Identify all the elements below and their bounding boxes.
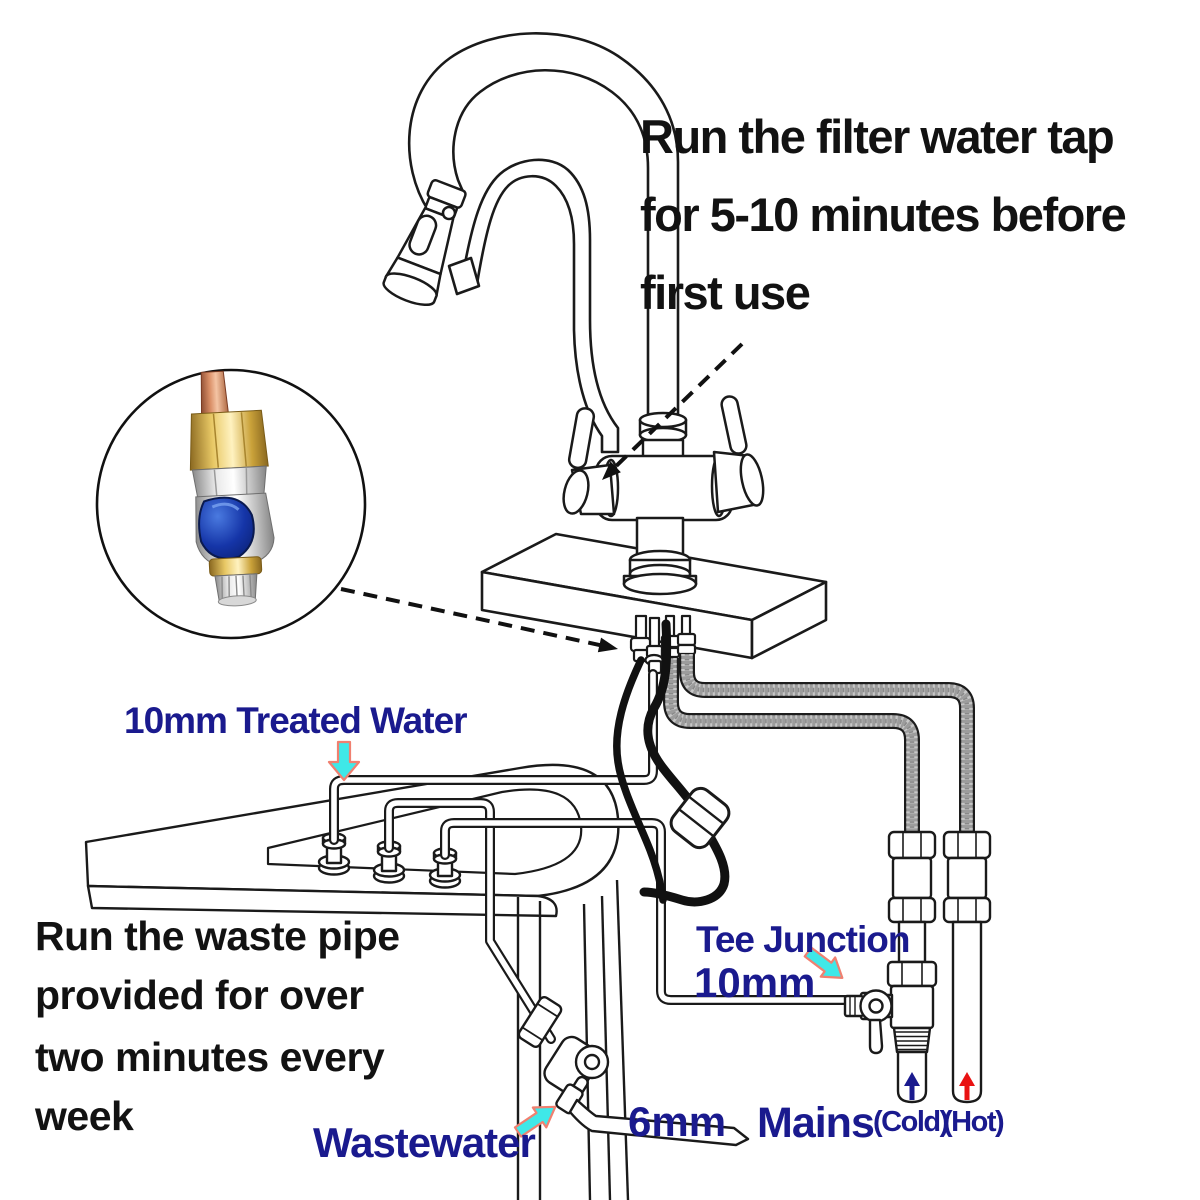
inset-brass-ring — [208, 556, 263, 577]
mains-connections — [843, 830, 992, 1104]
faucet-base-flange — [622, 549, 698, 596]
filter-side-panel — [516, 879, 630, 1200]
inset-callout-arrow-icon — [340, 587, 618, 653]
treated-water-tube — [329, 669, 658, 845]
pullout-hose-arch — [460, 158, 620, 454]
waste-pipe-6mm — [568, 1098, 750, 1147]
hose-weight — [669, 786, 731, 850]
treated-water-label: 10mm Treated Water — [124, 700, 468, 741]
hot-hose-nut — [676, 632, 697, 656]
tubing — [329, 669, 851, 1044]
filter-port-waste — [372, 840, 406, 884]
filter-port-inlet — [428, 847, 462, 889]
waste-pipe-size-label: 6mm — [628, 1098, 727, 1145]
faucet-body — [562, 395, 765, 596]
tee-valve-lever — [868, 1018, 884, 1055]
tee-junction-arrow-icon — [803, 946, 844, 979]
cyan-pointers — [327, 740, 844, 1138]
waste-note-line4: week — [35, 1093, 134, 1139]
wastewater-label: Wastewater — [313, 1119, 536, 1166]
spray-head — [382, 178, 467, 306]
spray-mode-button — [441, 205, 457, 221]
waste-tube — [384, 798, 556, 1044]
wastewater-arrow-icon — [513, 1105, 557, 1138]
faucet-gooseneck — [407, 32, 680, 454]
mains-label: Mains — [757, 1099, 875, 1147]
cold-braided-hose — [663, 658, 920, 834]
hot-pipe-end — [951, 920, 983, 1104]
hot-braided-hose — [679, 654, 975, 834]
waste-note-line2: provided for over — [35, 972, 364, 1018]
inset-brass-body — [189, 409, 269, 471]
cold-label: (Cold) — [873, 1106, 949, 1138]
cold-feed-tube — [440, 818, 851, 1005]
waste-note-line3: two minutes every — [35, 1034, 385, 1080]
hot-label: (Hot) — [943, 1106, 1005, 1138]
tee-junction — [843, 960, 938, 1104]
filter-handle-drum-face — [562, 469, 590, 515]
dashed-callouts — [340, 342, 744, 653]
black-hose-short — [613, 656, 667, 904]
waste-note-line1: Run the waste pipe — [35, 913, 400, 959]
hot-flow-arrow-icon — [959, 1072, 975, 1100]
braided-supply-hoses — [663, 654, 975, 834]
inset-valve-photo — [189, 370, 275, 607]
first-use-note-line2: for 5-10 minutes before — [640, 188, 1127, 241]
first-use-callout-arrow-icon — [602, 342, 744, 480]
first-use-note-line3: first use — [640, 266, 811, 319]
inset-copper-pipe — [200, 370, 230, 416]
hot-adapter — [942, 830, 992, 1104]
mixer-handle — [712, 395, 765, 514]
spray-toggle-button — [408, 214, 438, 256]
hose-connector — [447, 256, 481, 296]
valve-inset — [95, 368, 367, 640]
hose-elbow-fitting — [629, 636, 652, 663]
inset-blue-handle — [198, 496, 255, 560]
cold-flow-arrow-icon — [904, 1072, 920, 1100]
wastewater-valve — [517, 996, 750, 1147]
first-use-note-line1: Run the filter water tap — [640, 110, 1115, 163]
tee-junction-label: Tee Junction — [696, 919, 910, 960]
tee-size-label: 10mm — [694, 959, 816, 1006]
treated-water-arrow-icon — [327, 740, 361, 782]
treated-water-fitting — [644, 644, 664, 675]
